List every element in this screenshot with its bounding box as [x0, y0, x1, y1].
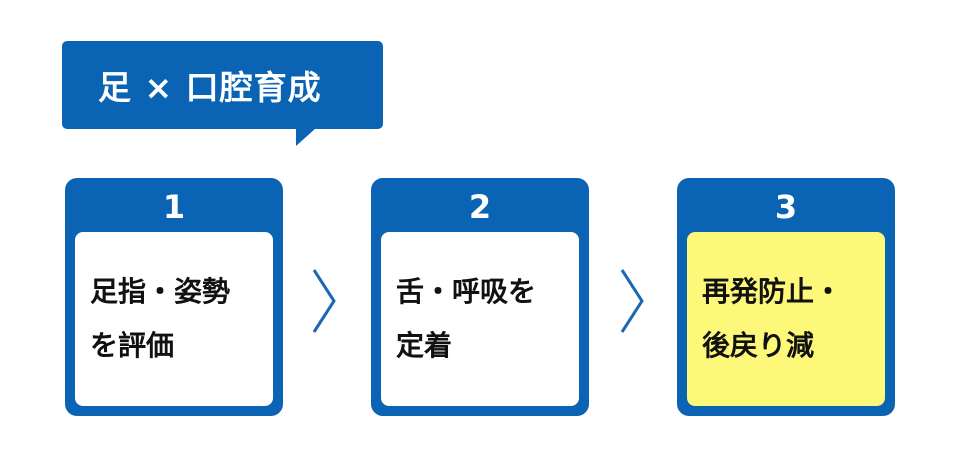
step-text-line: を評価: [90, 329, 175, 362]
step-text-line: 後戻り減: [702, 329, 815, 362]
step-text-line: 足指・姿勢: [90, 275, 231, 308]
title-callout: 足 × 口腔育成: [62, 41, 383, 129]
step-text: 足指・姿勢 を評価: [90, 265, 258, 373]
step-number: 1: [162, 188, 186, 226]
step-text-line: 舌・呼吸を: [396, 275, 537, 308]
step-card-3: 3 再発防止・ 後戻り減: [677, 178, 895, 416]
step-text-line: 再発防止・: [702, 275, 843, 308]
step-body-highlight: 再発防止・ 後戻り減: [687, 232, 885, 406]
step-text: 再発防止・ 後戻り減: [702, 265, 870, 373]
step-text: 舌・呼吸を 定着: [396, 265, 564, 373]
callout-tail: [296, 128, 316, 146]
chevron-right-icon: [312, 269, 336, 333]
step-card-1: 1 足指・姿勢 を評価: [65, 178, 283, 416]
step-text-line: 定着: [396, 329, 453, 362]
chevron-right-icon: [620, 269, 644, 333]
step-number: 2: [468, 188, 492, 226]
step-number: 3: [774, 188, 798, 226]
title-text: 足 × 口腔育成: [98, 68, 322, 107]
step-card-2: 2 舌・呼吸を 定着: [371, 178, 589, 416]
step-body: 舌・呼吸を 定着: [381, 232, 579, 406]
step-body: 足指・姿勢 を評価: [75, 232, 273, 406]
